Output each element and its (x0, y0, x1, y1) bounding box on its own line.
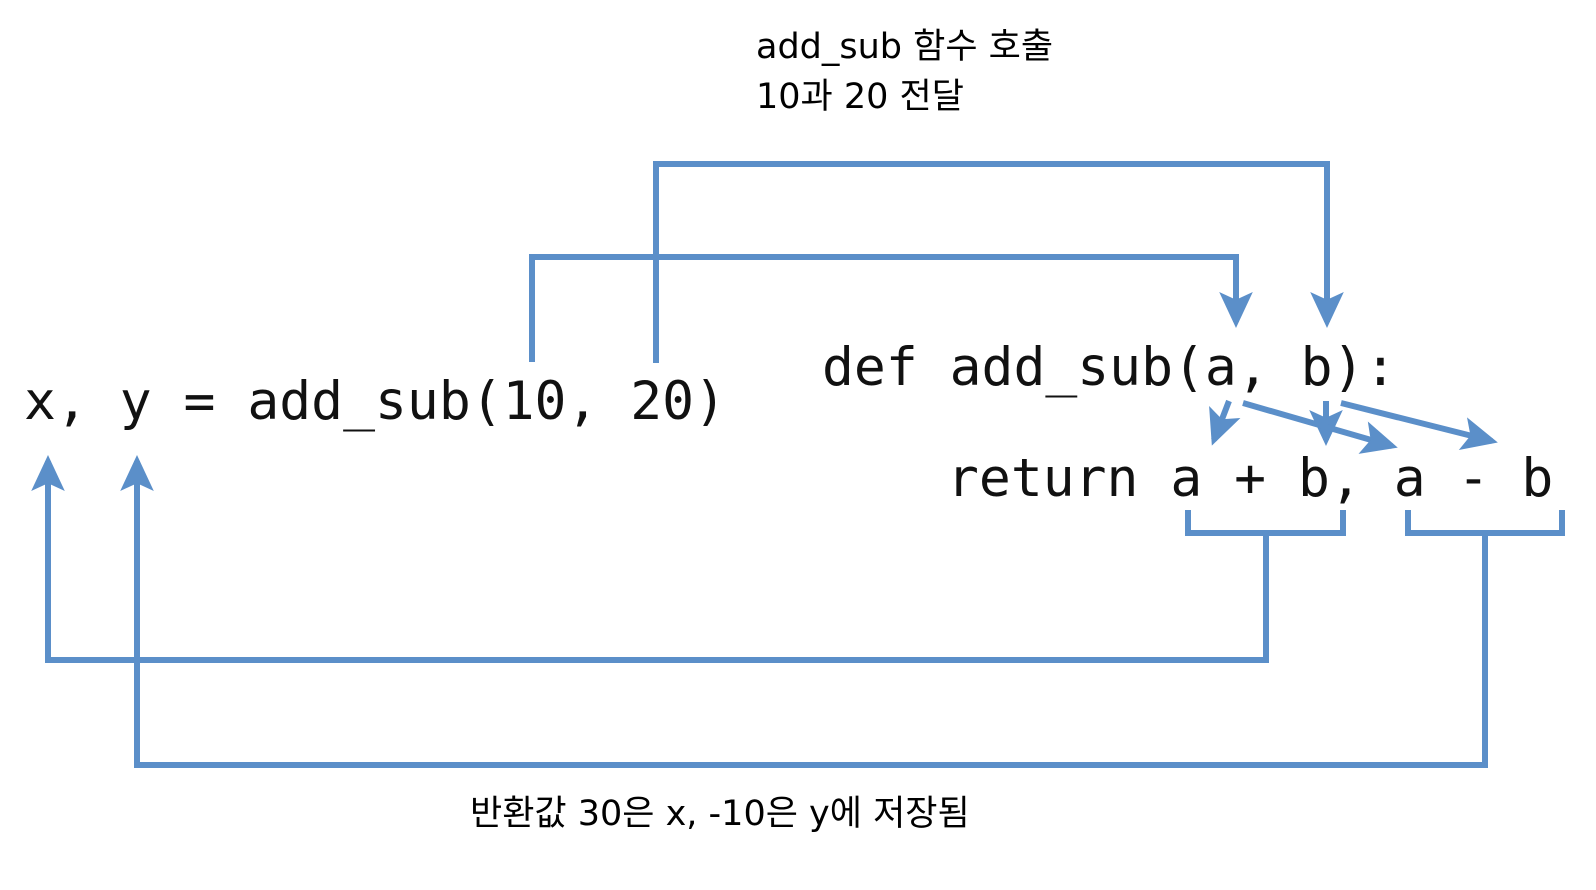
code-call-line: x, y = add_sub(10, 20) (24, 371, 726, 432)
arrow-b-to-diff-b (1340, 400, 1498, 450)
arrow-arg-20-to-b (653, 161, 1344, 363)
bottom-caption: 반환값 30은 x, -10은 y에 저장됨 (470, 794, 970, 834)
bracket-sum-expression (1185, 510, 1346, 536)
arrow-a-to-diff-a (1242, 400, 1398, 454)
arrow-return-diff-to-y (120, 455, 1488, 768)
code-return-line: return a + b, a - b (947, 448, 1554, 509)
bracket-diff-expression (1405, 510, 1565, 536)
arrow-return-sum-to-x (31, 455, 1269, 663)
arrow-arg-10-to-a (529, 254, 1253, 362)
arrow-a-to-sum-a (1209, 399, 1241, 446)
code-def-line: def add_sub(a, b): (822, 337, 1397, 398)
top-caption: add_sub 함수 호출 10과 20 전달 (756, 27, 1054, 117)
